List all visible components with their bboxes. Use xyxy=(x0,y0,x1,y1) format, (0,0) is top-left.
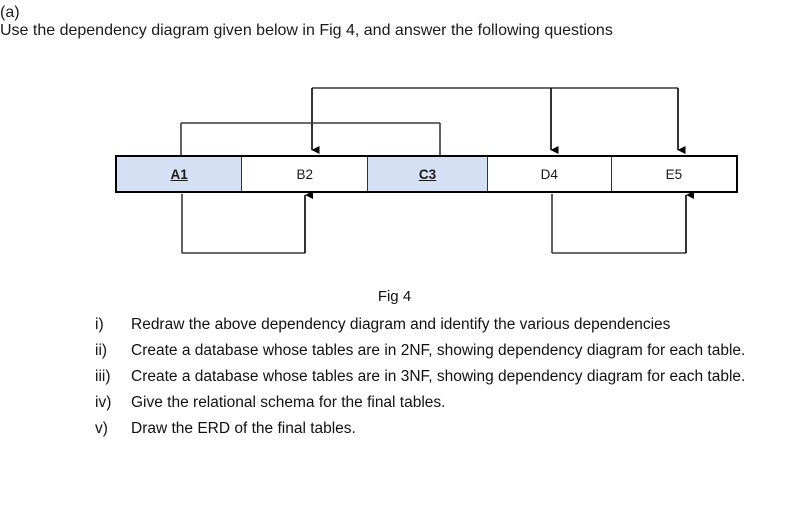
dependency-arrow-a1-to-b2-bottom xyxy=(181,191,313,254)
attribute-cell-c3[interactable]: C3 xyxy=(368,157,488,191)
dependency-arrow-b2-to-d4-e5 xyxy=(311,87,686,154)
attribute-cell-b2[interactable]: B2 xyxy=(242,157,369,191)
list-item: iii) Create a database whose tables are … xyxy=(95,364,789,389)
list-item-text: Create a database whose tables are in 3N… xyxy=(131,368,746,385)
attribute-cell-e5[interactable]: E5 xyxy=(612,157,736,191)
list-item-text: Draw the ERD of the final tables. xyxy=(131,420,356,437)
list-item: i) Redraw the above dependency diagram a… xyxy=(95,312,789,337)
list-item: ii) Create a database whose tables are i… xyxy=(95,338,789,363)
list-item: v) Draw the ERD of the final tables. xyxy=(95,416,789,441)
list-item-marker: i) xyxy=(95,316,104,333)
dependency-arrow-a1-c3-to-b2 xyxy=(180,122,441,155)
list-item-marker: iii) xyxy=(95,368,111,385)
question-header: (a) Use the dependency diagram given bel… xyxy=(0,4,789,40)
list-item-marker: iv) xyxy=(95,394,112,411)
attribute-cell-a1[interactable]: A1 xyxy=(117,157,243,191)
list-item-text: Create a database whose tables are in 2N… xyxy=(131,342,746,359)
question-text: Use the dependency diagram given below i… xyxy=(0,22,613,39)
list-item-marker: v) xyxy=(95,420,108,437)
attribute-cell-d4[interactable]: D4 xyxy=(488,157,612,191)
dependency-diagram: A1 B2 C3 D4 E5 xyxy=(0,78,789,268)
list-item-text: Redraw the above dependency diagram and … xyxy=(131,316,671,333)
attribute-row: A1 B2 C3 D4 E5 xyxy=(115,155,738,193)
figure-caption: Fig 4 xyxy=(377,288,412,305)
list-item: iv) Give the relational schema for the f… xyxy=(95,390,789,415)
subquestion-list: i) Redraw the above dependency diagram a… xyxy=(95,312,789,442)
attribute-label-c3: C3 xyxy=(418,166,437,182)
dependency-arrows xyxy=(180,87,694,254)
attribute-label-e5: E5 xyxy=(665,166,683,182)
attribute-label-d4: D4 xyxy=(540,166,558,182)
list-item-marker: ii) xyxy=(95,342,108,359)
attribute-label-a1: A1 xyxy=(170,166,188,182)
dependency-arrow-d4-to-e5-bottom xyxy=(551,191,694,254)
question-label: (a) xyxy=(0,4,20,21)
attribute-label-b2: B2 xyxy=(296,166,314,182)
list-item-text: Give the relational schema for the final… xyxy=(131,394,446,411)
